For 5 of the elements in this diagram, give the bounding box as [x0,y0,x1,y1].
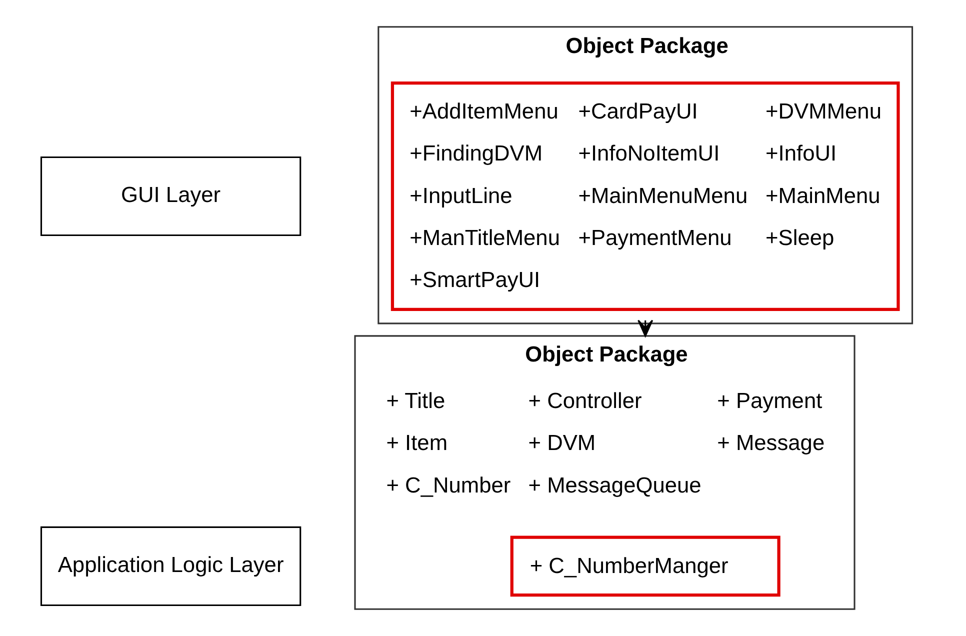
arrow [638,320,654,337]
node-box: Application Logic Layer [40,526,302,606]
node-box: GUI Layer [40,156,302,236]
node-box: + C_NumberManger [510,536,780,597]
node-box: +AddItemMenu +CardPayUI +DVMMenu +FindingDVM +InfoNoItemUI +InfoUI +InputLine +MainMenuMenu +MainMenu +ManTitleMenu +PaymentMenu +Sleep +SmartPayUI [390,82,900,311]
